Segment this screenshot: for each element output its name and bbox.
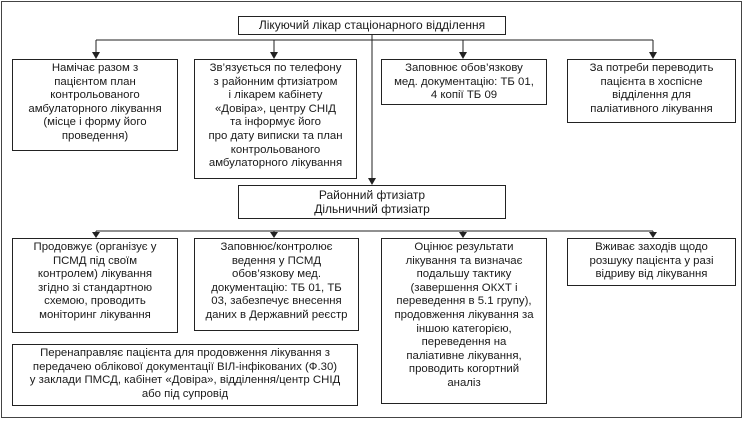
arrowhead-top-2	[270, 52, 278, 59]
arrowhead-top-4	[649, 52, 657, 59]
bottom-wide-node: Перенаправляє пацієнта для продовження л…	[12, 344, 358, 406]
middle-node: Районний фтизіатр Дільничний фтизіатр	[238, 185, 506, 219]
arrowhead-top-3	[459, 52, 467, 59]
top-child-3: Заповнює обов’язкову мед. документацію: …	[381, 59, 547, 105]
arrowhead-bottom-1	[92, 232, 100, 238]
bottom-child-4: Вживає заходів щодо розшуку пацієнта у р…	[567, 238, 736, 286]
arrowhead-top-1	[92, 52, 100, 59]
arrowhead-middle	[368, 178, 376, 185]
bottom-child-3: Оцінює результати лікування та визначає …	[381, 238, 547, 404]
bottom-child-1: Продовжує (організує у ПСМД під своїм ко…	[12, 238, 178, 333]
top-child-1: Намічає разом з пацієнтом план контрольо…	[12, 59, 178, 151]
top-child-4: За потреби переводить пацієнта в хоспісн…	[567, 59, 736, 123]
arrowhead-bottom-3	[459, 232, 467, 238]
arrowhead-bottom-2	[270, 232, 278, 238]
bottom-child-2: Заповнює/контролює ведення у ПСМД обов’я…	[194, 238, 359, 331]
arrowhead-bottom-4	[649, 232, 657, 238]
top-node: Лікуючий лікар стаціонарного відділення	[238, 16, 506, 35]
top-child-2: Зв’язується по телефону з районним фтизі…	[194, 59, 357, 179]
